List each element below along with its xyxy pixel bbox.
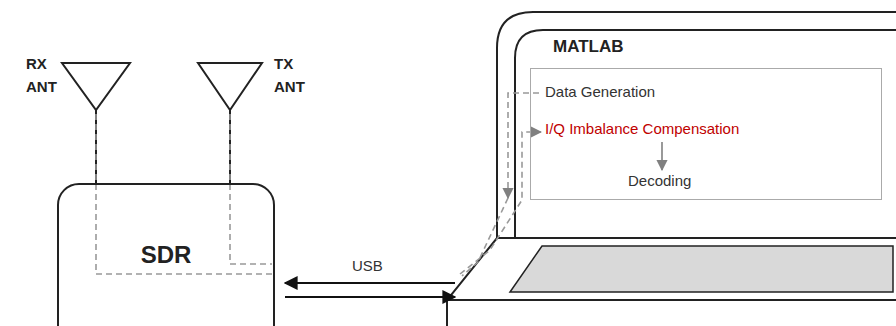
process-step: Data Generation [545, 83, 660, 102]
usb-arrow [285, 282, 455, 284]
usb-arrow [285, 296, 455, 298]
rx-signal-path [460, 132, 541, 274]
tx-signal-path [230, 114, 272, 264]
laptop-lid [497, 12, 896, 238]
laptop-keyboard [510, 246, 893, 292]
laptop-base [447, 238, 896, 326]
tx-signal-path [462, 198, 508, 276]
flow-arrow [661, 142, 663, 170]
interface-label: USB [350, 257, 385, 274]
tx-signal-path [508, 93, 541, 198]
antenna-label: RX ANT [26, 52, 62, 98]
process-step: Decoding [628, 172, 696, 191]
sdr-box: SDR [57, 183, 275, 326]
laptop-base-edge [447, 299, 896, 301]
node-text: Data Generation [545, 83, 660, 100]
node-text: I/Q Imbalance Compensation [545, 120, 744, 137]
node-text: SDR [141, 241, 192, 326]
node-text: Decoding [628, 172, 696, 189]
process-step: I/Q Imbalance Compensation [545, 120, 744, 139]
panel-heading: MATLAB [553, 37, 624, 57]
laptop-screen [515, 30, 896, 238]
matlab-panel: MATLABData GenerationI/Q Imbalance Compe… [530, 68, 882, 200]
antenna-label: TX ANT [274, 52, 310, 98]
laptop-illustration [447, 12, 896, 326]
